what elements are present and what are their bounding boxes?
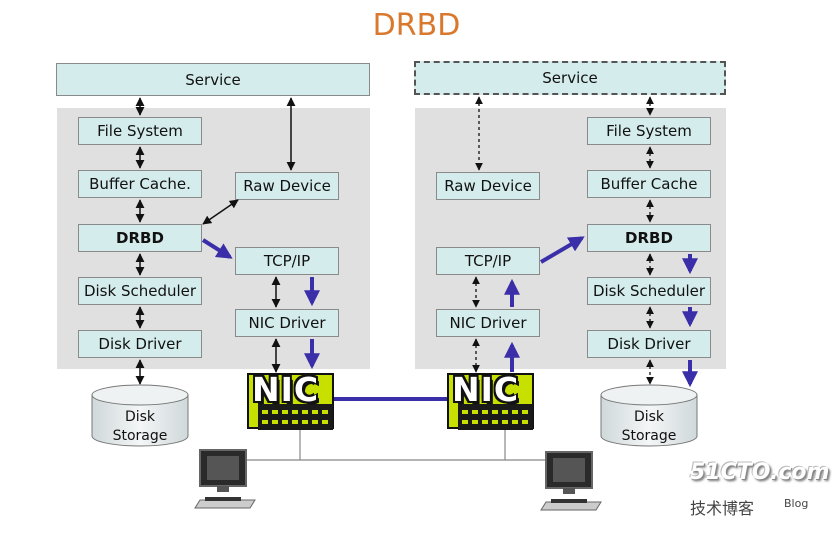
left-disk-scheduler-box: Disk Scheduler [78, 277, 202, 305]
diagram-title: DRBD [372, 8, 461, 43]
watermark-site: 51CTO.com [690, 460, 830, 485]
left-disk-storage-line1: Disk [124, 409, 156, 425]
right-buffer-cache-box: Buffer Cache [587, 170, 711, 198]
right-nic-driver-box: NIC Driver [436, 309, 540, 337]
left-stack-arrows [135, 97, 296, 385]
left-computer [194, 449, 256, 509]
left-nic-driver-box: NIC Driver [235, 309, 339, 337]
right-disk-storage-line2: Storage [621, 428, 677, 444]
lan-cables [240, 430, 548, 461]
left-disk-storage-label: Disk Storage [92, 408, 188, 446]
left-disk-storage-cylinder [91, 384, 189, 447]
right-tcp-ip-box: TCP/IP [436, 247, 540, 275]
left-buffer-cache-box: Buffer Cache. [78, 170, 202, 198]
left-drbd-box: DRBD [78, 224, 202, 252]
right-disk-storage-cylinder [600, 384, 698, 447]
left-raw-device-box: Raw Device [235, 172, 339, 200]
right-disk-storage-label: Disk Storage [601, 408, 697, 446]
watermark-blog: Blog [784, 497, 809, 510]
left-disk-storage-line2: Storage [112, 428, 168, 444]
right-raw-device-box: Raw Device [436, 172, 540, 200]
left-tcp-ip-box: TCP/IP [235, 247, 339, 275]
left-nic-label: NIC [252, 370, 320, 409]
right-stack-arrows [472, 96, 654, 385]
right-disk-driver-box: Disk Driver [587, 330, 711, 358]
left-service-box: Service [56, 63, 370, 96]
right-disk-storage-line1: Disk [633, 409, 665, 425]
right-disk-scheduler-box: Disk Scheduler [587, 277, 711, 305]
replication-path [201, 236, 698, 401]
left-file-system-box: File System [78, 117, 202, 145]
left-nic-chip [247, 373, 334, 430]
right-nic-label: NIC [452, 370, 520, 409]
right-drbd-box: DRBD [587, 224, 711, 252]
right-nic-chip [447, 373, 534, 430]
right-computer [540, 451, 602, 511]
watermark-subtitle: 技术博客 [690, 499, 755, 518]
right-file-system-box: File System [587, 117, 711, 145]
right-service-box: Service [414, 61, 726, 95]
left-disk-driver-box: Disk Driver [78, 330, 202, 358]
